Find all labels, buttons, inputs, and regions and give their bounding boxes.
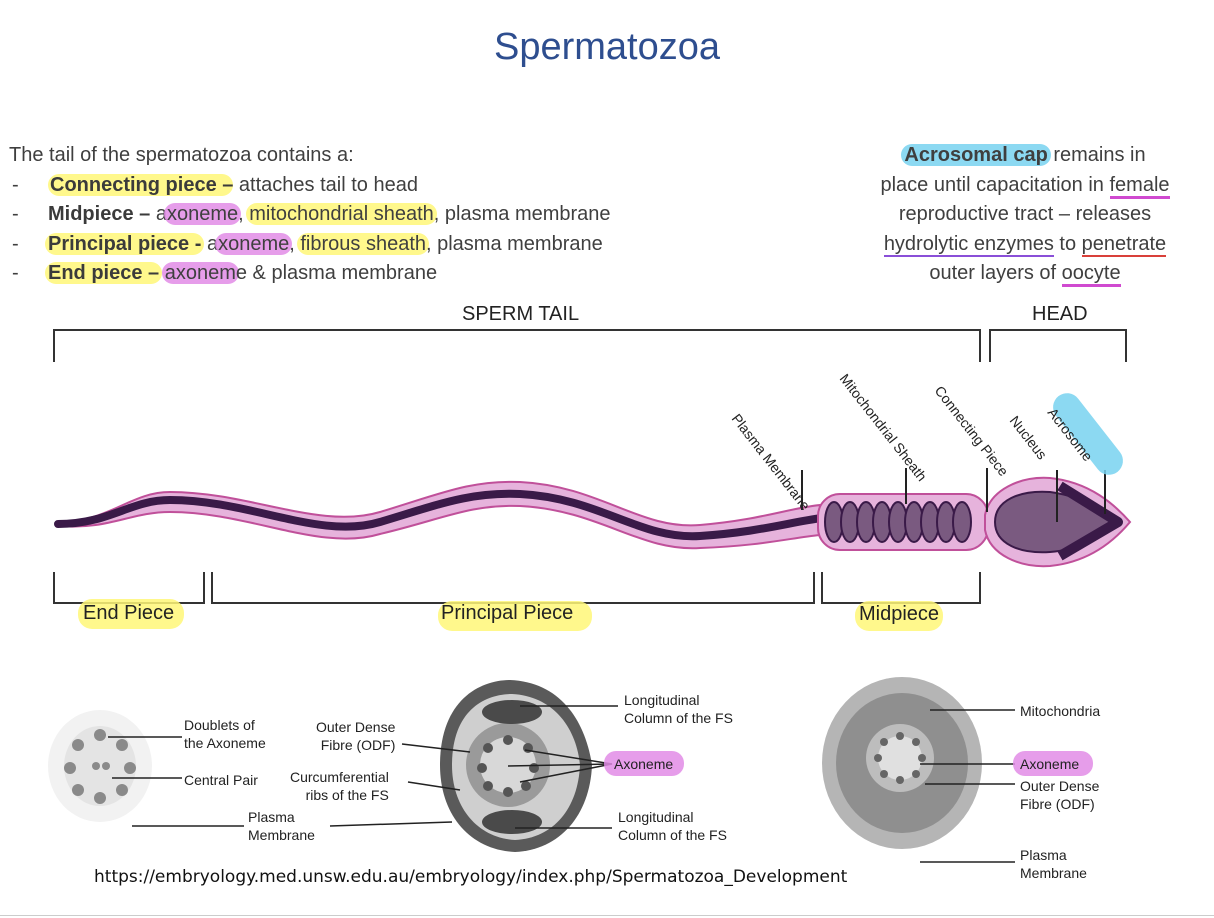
axoneme-right-highlight <box>1013 751 1093 776</box>
list-item-end: - End piece – axoneme & plasma membrane <box>12 262 438 284</box>
term-connecting: Connecting piece – <box>48 173 234 196</box>
tail-contents-text: The tail of the spermatozoa contains a: … <box>9 141 611 289</box>
principal-piece-label: Principal Piece <box>441 602 574 624</box>
midpiece-highlight <box>855 601 943 631</box>
end-piece-label: End Piece <box>83 602 175 624</box>
axoneme-highlight <box>604 751 684 776</box>
acrosome <box>1057 481 1123 561</box>
cross-section-3 <box>822 677 982 849</box>
mitochondria-label: Mitochondria <box>1020 703 1101 719</box>
axoneme-right-label: Axoneme <box>1020 756 1080 772</box>
term-end: End piece – <box>45 262 163 284</box>
list-item-connecting: - Connecting piece – attaches tail to he… <box>12 173 418 196</box>
divider <box>0 915 1214 916</box>
head-bracket <box>989 329 1127 362</box>
intro-line: The tail of the spermatozoa contains a: <box>9 144 354 166</box>
midpiece-label: Midpiece <box>859 603 940 625</box>
acrosomal-cap-text: Acrosomal cap remains in place until cap… <box>840 141 1210 289</box>
list-item-principal: - Principal piece - axoneme, fibrous she… <box>12 232 603 255</box>
cross-section-1 <box>48 710 152 822</box>
central-pair-label: Central Pair <box>184 772 258 788</box>
sperm-tail-bracket <box>53 329 981 362</box>
head-label: HEAD <box>1032 303 1088 325</box>
mitochondrial-sheath <box>824 501 972 543</box>
principal-piece-bracket <box>211 572 815 604</box>
slide-title: Spermatozoa <box>493 26 720 68</box>
end-piece-highlight <box>78 599 184 629</box>
list-item-midpiece: - Midpiece – axoneme, mitochondrial shea… <box>12 203 611 225</box>
source-url[interactable]: https://embryology.med.unsw.edu.au/embry… <box>94 867 848 887</box>
term-principal: Principal piece - <box>45 232 205 255</box>
acrosome-highlight <box>1053 393 1123 475</box>
midpiece-bracket <box>821 572 981 604</box>
tail-axoneme <box>54 489 826 541</box>
term-midpiece: Midpiece – <box>48 203 151 225</box>
principal-piece-highlight <box>438 601 592 631</box>
cross-section-2 <box>440 680 592 852</box>
axoneme-label: Axoneme <box>614 756 674 772</box>
term-acrosomal-cap: Acrosomal cap <box>901 144 1051 166</box>
end-piece-bracket <box>53 572 205 604</box>
sperm-tail-label: SPERM TAIL <box>462 303 580 325</box>
